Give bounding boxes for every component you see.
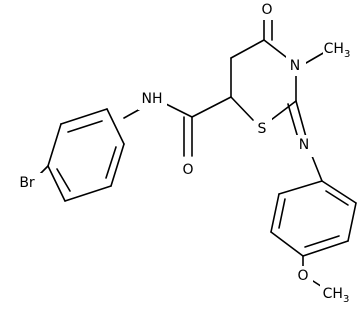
bond	[347, 202, 357, 242]
label-background	[12, 173, 42, 193]
bond-n-methyl	[305, 51, 326, 64]
amide-nitrogen-label: NH	[142, 91, 163, 107]
bond	[64, 185, 112, 202]
bond	[230, 39, 265, 59]
methoxy-oxygen-label: O	[297, 268, 308, 284]
imine-nitrogen-label: N	[299, 137, 309, 153]
bond	[263, 39, 287, 58]
bond-imine	[295, 100, 307, 138]
bond-carbonyl-ring	[191, 96, 232, 118]
label-background	[254, 118, 272, 140]
bond	[106, 108, 125, 145]
atom-labels: Br NH O S N O CH3 N O CH3	[12, 0, 363, 306]
methoxy-methyl-label: CH3	[323, 286, 350, 305]
bond	[230, 96, 254, 121]
bond-aromatic-inner	[304, 235, 340, 248]
bond	[278, 180, 323, 195]
label-background	[320, 282, 362, 306]
bond	[47, 165, 66, 202]
label-background	[323, 40, 363, 62]
bond-aromatic-inner	[67, 120, 103, 133]
bond-aromatic-inner	[105, 146, 117, 179]
bond	[321, 180, 357, 204]
label-background	[286, 54, 306, 76]
label-background	[138, 89, 167, 110]
methyl-label: CH3	[324, 41, 351, 60]
bond	[270, 193, 280, 233]
bond	[47, 123, 62, 167]
bond	[60, 108, 108, 125]
ketone-oxygen-label: O	[261, 2, 272, 18]
methoxyphenyl-group	[270, 100, 357, 291]
methyl-label-main: CH	[324, 41, 344, 57]
sulfur-label: S	[258, 121, 267, 137]
methoxy-methyl-subscript: 3	[343, 294, 349, 305]
bond	[270, 231, 304, 257]
label-background	[255, 0, 279, 20]
label-background	[293, 266, 313, 286]
methyl-label-subscript: 3	[344, 49, 350, 60]
ring-nitrogen-label: N	[290, 58, 300, 74]
bond-aromatic-inner	[278, 198, 286, 229]
bond	[110, 143, 125, 187]
bond-aromatic-inner	[325, 190, 349, 206]
bond	[270, 100, 297, 121]
bromine-label: Br	[19, 175, 35, 191]
bond-aromatic-inner	[56, 168, 71, 192]
methoxy-methyl-main: CH	[323, 286, 343, 302]
bond-imine-double	[287, 103, 299, 139]
bond	[302, 240, 349, 257]
label-background	[180, 159, 198, 180]
thiazinane-ring	[230, 19, 326, 121]
label-background	[294, 135, 314, 157]
bromophenyl-ring	[32, 108, 125, 202]
amide-oxygen-label: O	[182, 162, 193, 178]
